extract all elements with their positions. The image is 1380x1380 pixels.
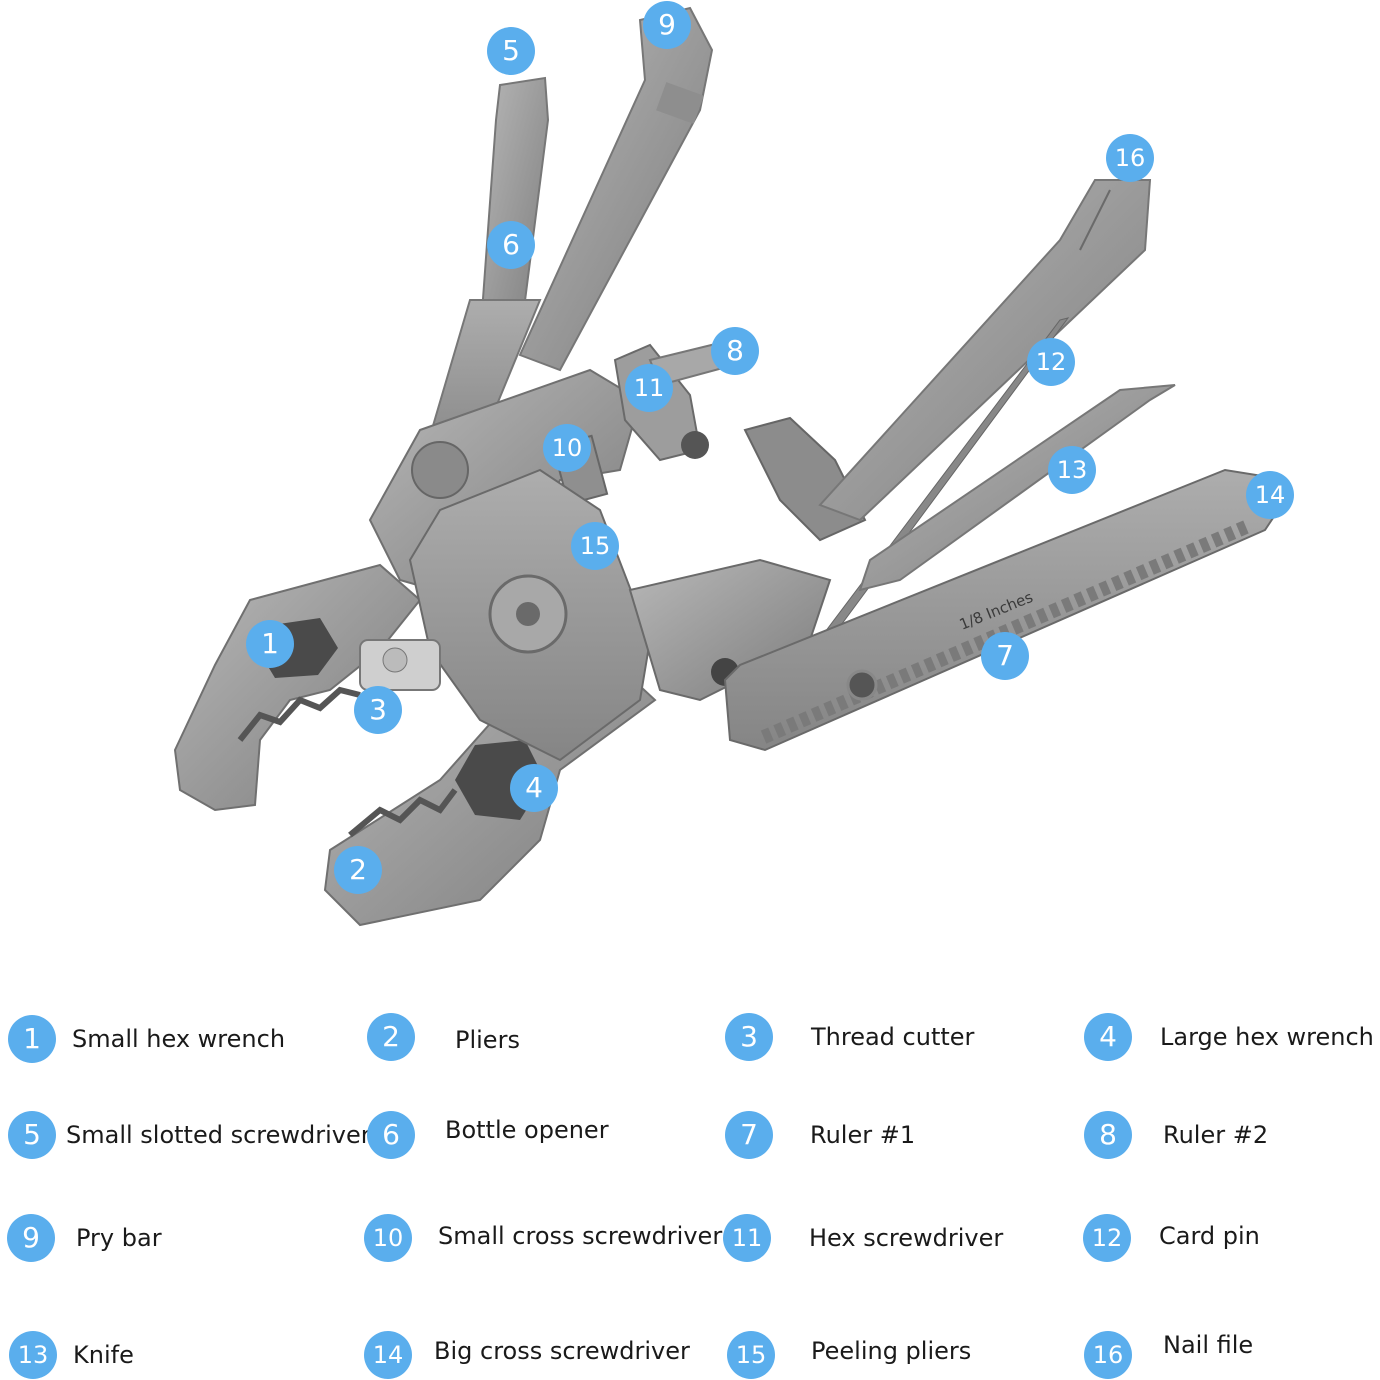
ruler-tick (1110, 575, 1124, 592)
legend-label: Card pin (1159, 1222, 1260, 1250)
legend-badge: 11 (723, 1214, 771, 1262)
ruler-tick (773, 722, 787, 739)
legend-label: Small hex wrench (72, 1025, 286, 1053)
legend-label: Nail file (1163, 1331, 1254, 1359)
ruler-tick (1160, 553, 1174, 570)
legend-badge: 10 (364, 1214, 412, 1262)
ruler-tick (760, 727, 774, 744)
callout-11: 11 (625, 364, 673, 412)
legend-badge: 6 (367, 1111, 415, 1159)
legend-badge: 4 (1084, 1013, 1132, 1061)
callout-2: 2 (334, 846, 382, 894)
legend-badge: 16 (1084, 1331, 1132, 1379)
ruler-tick (1010, 618, 1024, 635)
callout-1: 1 (246, 620, 294, 668)
callout-12: 12 (1027, 338, 1075, 386)
ruler-tick (810, 705, 824, 722)
ruler-tick (823, 700, 837, 717)
ruler-tick (948, 645, 962, 662)
callout-16: 16 (1106, 134, 1154, 182)
ruler-tick (1035, 607, 1049, 624)
ruler-tick (1173, 547, 1187, 564)
multitool-illustration: 1/8 Inches (173, 6, 1287, 927)
legend-badge: 3 (725, 1013, 773, 1061)
ruler-tick (935, 651, 949, 668)
callout-8: 8 (711, 327, 759, 375)
ruler-tick (1085, 585, 1099, 602)
legend-badge: 7 (725, 1111, 773, 1159)
ruler-tick (1223, 525, 1237, 543)
ruler-tick (1123, 569, 1137, 586)
nail-file (818, 179, 1152, 522)
legend-label: Ruler #1 (810, 1121, 916, 1149)
legend-badge: 15 (727, 1331, 775, 1379)
ruler-tick (785, 716, 799, 733)
ruler-tick (1185, 542, 1199, 559)
pivot-plate (408, 468, 652, 762)
callout-14: 14 (1246, 471, 1294, 519)
callout-3: 3 (354, 686, 402, 734)
ruler-tick (1235, 520, 1249, 537)
legend-label: Pliers (455, 1026, 520, 1054)
legend-label: Hex screwdriver (809, 1224, 1004, 1252)
ruler-handle: 1/8 Inches (723, 468, 1287, 752)
callout-9: 9 (643, 1, 691, 49)
callout-13: 13 (1048, 446, 1096, 494)
legend-badge: 5 (8, 1111, 56, 1159)
legend-badge: 1 (8, 1015, 56, 1063)
ruler-tick (1148, 558, 1162, 575)
legend-badge: 8 (1084, 1111, 1132, 1159)
pry-bar (518, 6, 714, 372)
ruler-tick (898, 667, 912, 684)
ruler-tick (1048, 602, 1062, 619)
legend-label: Small cross screwdriver (438, 1222, 723, 1250)
ruler-tick (923, 656, 937, 673)
thread-cutter (359, 639, 441, 691)
callout-5: 5 (487, 27, 535, 75)
legend-label: Big cross screwdriver (434, 1337, 690, 1365)
legend-label: Small slotted screwdriver (66, 1121, 371, 1149)
ruler-tick (1073, 591, 1087, 608)
legend-label: Knife (73, 1341, 134, 1369)
legend-label: Ruler #2 (1163, 1121, 1269, 1149)
ruler-tick (1210, 531, 1224, 548)
legend-label: Bottle opener (445, 1116, 609, 1144)
legend-badge: 2 (367, 1013, 415, 1061)
ruler-tick (1098, 580, 1112, 597)
legend-label: Large hex wrench (1160, 1023, 1374, 1051)
legend-badge: 13 (9, 1331, 57, 1379)
ruler-tick (885, 673, 899, 690)
ruler-tick (798, 711, 812, 728)
ruler-tick (960, 640, 974, 657)
legend-badge: 9 (7, 1214, 55, 1262)
ruler-tick (1198, 536, 1212, 553)
callout-7: 7 (981, 632, 1029, 680)
callout-15: 15 (571, 522, 619, 570)
callout-10: 10 (543, 424, 591, 472)
ruler-tick (1135, 564, 1149, 581)
legend-label: Thread cutter (811, 1023, 975, 1051)
legend-badge: 12 (1083, 1214, 1131, 1262)
ruler-tick (910, 662, 924, 679)
callout-4: 4 (510, 764, 558, 812)
legend-label: Peeling pliers (811, 1337, 972, 1365)
legend-badge: 14 (364, 1331, 412, 1379)
ruler-tick (1023, 613, 1037, 630)
legend-label: Pry bar (76, 1224, 162, 1252)
ruler-tick (1060, 596, 1074, 613)
knife (858, 384, 1176, 592)
ruler-tick (835, 694, 849, 711)
callout-6: 6 (487, 221, 535, 269)
